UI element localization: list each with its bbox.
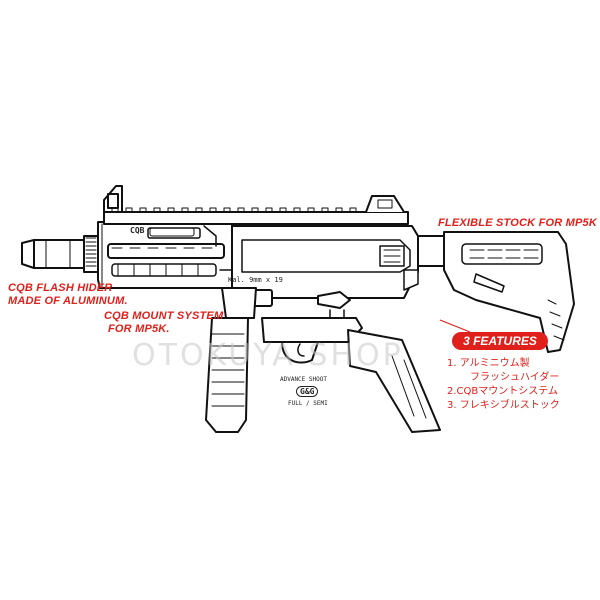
flash-hider-callout-line-2: MADE OF ALUMINUM. — [8, 295, 128, 307]
maker-logo: G&G — [296, 386, 319, 397]
receiver-drawing — [219, 225, 419, 331]
mount-system-callout-line-1: CQB MOUNT SYSTEM — [104, 310, 224, 322]
selector-engraving: Kal. 9mm x 19 — [228, 276, 283, 284]
rail-brand-engraving: CQB — [130, 226, 145, 235]
maker-line-engraving: ADVANCE SHOOT — [280, 376, 327, 383]
flash-hider-drawing — [21, 235, 99, 273]
flash-hider-callout-line-1: CQB FLASH HIDER — [8, 282, 113, 294]
mount-system-callout: CQB MOUNT SYSTEM FOR MP5K. — [104, 310, 223, 336]
fire-mode-engraving: FULL / SEMI — [288, 400, 328, 407]
shop-watermark: OTOKUYA SHOP — [132, 338, 404, 373]
magazine-drawing — [205, 287, 257, 433]
flash-hider-callout: CQB FLASH HIDER MADE OF ALUMINUM. — [8, 282, 128, 308]
feature-item-3: 3. フレキシブルストック — [447, 400, 560, 411]
cqb-mount-drawing — [97, 185, 233, 289]
features-badge: 3 FEATURES — [452, 332, 548, 350]
callout-leaders — [439, 319, 471, 333]
feature-item-1: 1. アルミニウム製 — [447, 358, 530, 369]
feature-item-1-continued: フラッシュハイダー — [470, 372, 560, 383]
top-rail-drawing — [103, 195, 409, 225]
stock-drawing — [403, 231, 575, 353]
stock-callout: FLEXIBLE STOCK FOR MP5K — [438, 217, 598, 229]
grip-drawing — [261, 317, 441, 433]
mount-system-callout-line-2: FOR MP5K. — [108, 323, 170, 335]
feature-item-2: 2.CQBマウントシステム — [447, 386, 558, 397]
ejection-port-drawing — [149, 225, 217, 247]
